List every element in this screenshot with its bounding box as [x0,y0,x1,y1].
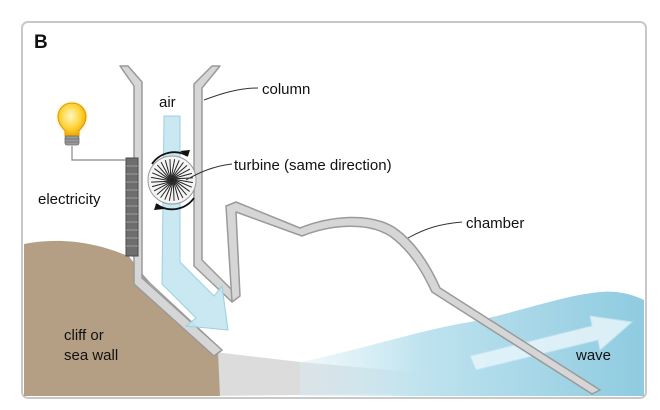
wave-direction-arrow [469,315,634,371]
turbine-blade [156,182,172,196]
turbine-blade [173,168,191,179]
turbine-blade [172,182,175,201]
turbine-blade [169,159,172,178]
electric-wire [71,146,126,161]
wave-label: wave [575,347,611,364]
turbine-label: turbine (same direction) [234,157,392,174]
turbine-blade [168,182,174,201]
light-bulb-icon [56,101,88,146]
turbine-blade [170,159,176,178]
turbine-blade [174,180,190,192]
turbine-blade [174,179,192,188]
rotation-arrowhead-top [180,150,190,156]
turbine-blade [151,180,170,183]
turbine-blade [174,178,193,184]
turbine-blade [172,162,184,178]
turbine-leader-line [185,163,233,181]
rotation-arrow-icon [151,151,195,211]
air-label: air [159,94,176,111]
turbine-blade [164,159,171,178]
turbine-blade [171,160,180,178]
column-label: column [262,81,310,98]
electricity-label: electricity [38,191,101,208]
turbine-blade [174,180,188,196]
turbine-blade [160,161,171,179]
cliff [24,240,220,396]
turbine-blade [153,181,171,192]
panel-label: B [34,32,48,53]
turbine-blade [173,181,184,199]
turbine-blade [174,172,193,179]
turbine-blade [151,176,170,182]
column-leader-line [203,87,259,101]
turbine-blade [151,181,170,188]
cliff-label-line2: sea wall [64,347,118,364]
turbine-blade [160,182,172,198]
cliff-label-line1: cliff or [64,327,104,344]
turbine-blade [154,168,170,180]
generator [125,157,139,257]
turbine-blade [152,172,170,181]
generator-fins [126,165,138,247]
chamber-label: chamber [466,215,524,232]
turbine-icon [147,155,197,205]
turbine-blade [156,164,170,180]
turbine-blade [172,164,188,178]
chamber-leader-line [407,221,463,239]
chamber-roof [225,201,601,395]
turbine-blade [173,182,180,201]
rotation-arrowhead-bottom [154,204,164,210]
turbine-blade [164,182,173,200]
column-left-wall [119,65,223,357]
